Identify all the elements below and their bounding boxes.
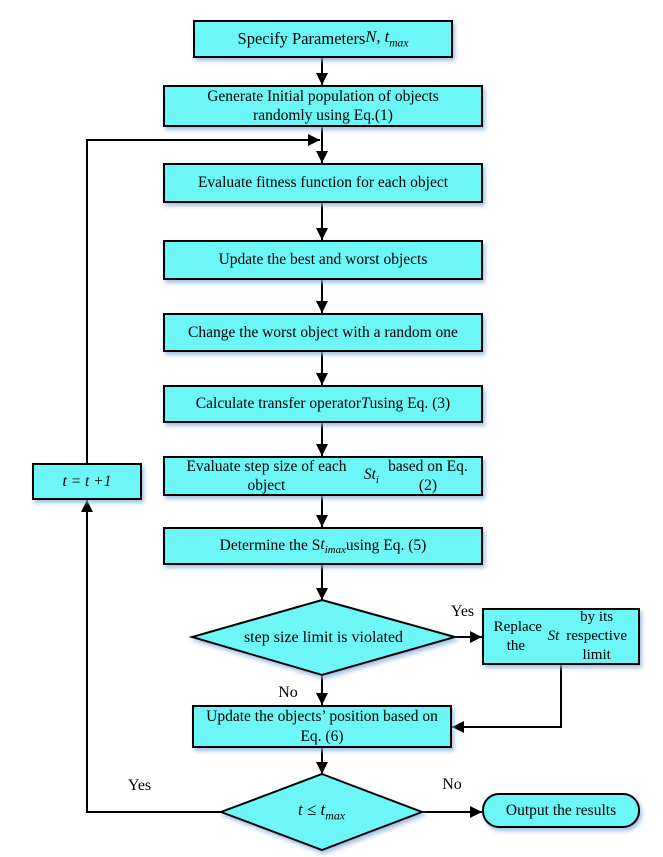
node-update-best-worst: Update the best and worst objects bbox=[163, 240, 483, 280]
node-specify-parameters: Specify Parameters N, tmax bbox=[193, 20, 453, 58]
edge-loop-yes-to-increment bbox=[81, 500, 221, 813]
label-loop-yes: Yes bbox=[127, 777, 152, 794]
label-step-no: No bbox=[278, 684, 298, 701]
node-calculate-transfer: Calculate transfer operator T using Eq. … bbox=[163, 385, 483, 423]
decision-step-limit-shape bbox=[188, 598, 459, 677]
node-output-results: Output the results bbox=[482, 793, 640, 828]
connector-lines bbox=[81, 58, 562, 818]
label-step-yes: Yes bbox=[450, 603, 475, 620]
node-increment-t: t = t +1 bbox=[32, 463, 142, 500]
decision-step-limit-label: step size limit is violated bbox=[243, 628, 404, 646]
node-evaluate-fitness: Evaluate fitness function for each objec… bbox=[163, 163, 483, 203]
label-loop-no: No bbox=[442, 776, 462, 793]
decision-loop-shape bbox=[218, 772, 425, 852]
edge-increment-loop-return bbox=[86, 134, 320, 464]
node-change-worst: Change the worst object with a random on… bbox=[163, 313, 483, 352]
decision-loop-label: t ≤ tmax bbox=[297, 800, 346, 823]
edge-replace-to-position bbox=[452, 665, 562, 733]
